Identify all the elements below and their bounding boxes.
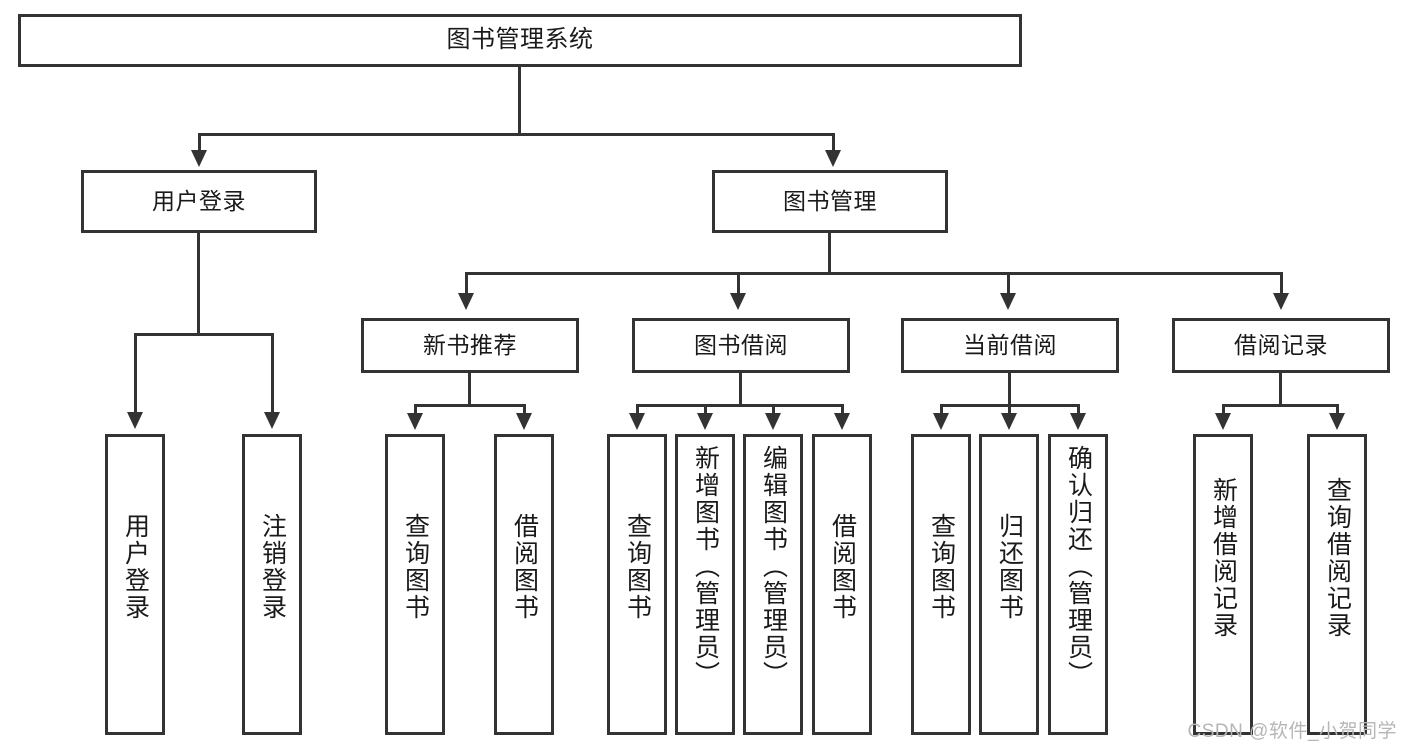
leaf-newbook-borrow-book[interactable]: 借阅图书 bbox=[494, 434, 554, 735]
connector-bookmgmt-drop-4 bbox=[1280, 272, 1283, 296]
node-label: 新书推荐 bbox=[423, 331, 517, 358]
connector-root-bus bbox=[198, 133, 835, 136]
connector-userlogin-drop-2 bbox=[271, 333, 274, 415]
connector-bookmgmt-bus bbox=[465, 272, 1283, 275]
arrowhead-userlogin-1 bbox=[127, 412, 143, 429]
node-label: 借阅记录 bbox=[1234, 331, 1328, 358]
node-label: 图书管理系统 bbox=[446, 26, 594, 54]
connector-borrowrecord-bus bbox=[1222, 404, 1339, 407]
node-label: 编辑图书（管理员） bbox=[759, 445, 788, 688]
connector-bookmgmt-stem bbox=[828, 233, 831, 275]
leaf-user-login[interactable]: 用户登录 bbox=[105, 434, 165, 735]
arrowhead-bookborrow-4 bbox=[834, 413, 850, 430]
node-label: 查询图书 bbox=[927, 513, 956, 621]
connector-bookmgmt-drop-1 bbox=[465, 272, 468, 296]
connector-borrowrecord-drop-1 bbox=[1222, 404, 1225, 416]
node-label: 图书管理 bbox=[783, 187, 877, 214]
leaf-currentborrow-query-book[interactable]: 查询图书 bbox=[911, 434, 971, 735]
node-label: 查询图书 bbox=[401, 513, 430, 621]
connector-currentborrow-drop-2 bbox=[1008, 404, 1011, 416]
arrowhead-bookborrow-1 bbox=[629, 413, 645, 430]
arrowhead-borrowrecord-1 bbox=[1215, 413, 1231, 430]
connector-userlogin-bus bbox=[134, 333, 274, 336]
connector-borrowrecord-drop-2 bbox=[1336, 404, 1339, 416]
leaf-newbook-query-book[interactable]: 查询图书 bbox=[385, 434, 445, 735]
connector-bookborrow-bus bbox=[636, 404, 844, 407]
arrowhead-bookmgmt-4 bbox=[1273, 293, 1289, 310]
connector-userlogin-drop-1 bbox=[134, 333, 137, 415]
connector-userlogin-stem bbox=[197, 233, 200, 336]
node-label: 用户登录 bbox=[152, 187, 246, 214]
connector-currentborrow-drop-1 bbox=[940, 404, 943, 416]
node-label: 查询图书 bbox=[623, 513, 652, 621]
node-book-borrow[interactable]: 图书借阅 bbox=[632, 318, 850, 373]
node-borrow-record[interactable]: 借阅记录 bbox=[1172, 318, 1390, 373]
connector-bookmgmt-drop-2 bbox=[737, 272, 740, 296]
leaf-bookborrow-query-book[interactable]: 查询图书 bbox=[607, 434, 667, 735]
connector-bookborrow-drop-4 bbox=[841, 404, 844, 416]
leaf-bookborrow-borrow-book[interactable]: 借阅图书 bbox=[812, 434, 872, 735]
arrowhead-currentborrow-1 bbox=[933, 413, 949, 430]
connector-newbook-drop-1 bbox=[414, 404, 417, 416]
connector-borrowrecord-stem bbox=[1279, 373, 1282, 407]
connector-currentborrow-stem bbox=[1008, 373, 1011, 407]
arrowhead-bookborrow-2 bbox=[697, 413, 713, 430]
connector-newbook-drop-2 bbox=[523, 404, 526, 416]
node-book-management[interactable]: 图书管理 bbox=[712, 170, 948, 233]
arrowhead-bookmgmt-3 bbox=[1000, 293, 1016, 310]
arrowhead-currentborrow-3 bbox=[1070, 413, 1086, 430]
arrowhead-bookmgmt-2 bbox=[730, 293, 746, 310]
node-label: 借阅图书 bbox=[510, 513, 539, 621]
leaf-borrowrecord-add-record[interactable]: 新增借阅记录 bbox=[1193, 434, 1253, 735]
node-root-system[interactable]: 图书管理系统 bbox=[18, 14, 1022, 67]
leaf-borrowrecord-query-record[interactable]: 查询借阅记录 bbox=[1307, 434, 1367, 735]
node-label: 查询借阅记录 bbox=[1323, 477, 1352, 639]
node-label: 图书借阅 bbox=[694, 331, 788, 358]
node-label: 注销登录 bbox=[258, 513, 287, 621]
connector-bookborrow-drop-1 bbox=[636, 404, 639, 416]
leaf-currentborrow-confirm-return-admin[interactable]: 确认归还（管理员） bbox=[1048, 434, 1108, 735]
node-label: 当前借阅 bbox=[963, 331, 1057, 358]
arrowhead-to-user-login bbox=[191, 150, 207, 167]
connector-bookborrow-drop-3 bbox=[772, 404, 775, 416]
leaf-bookborrow-edit-book-admin[interactable]: 编辑图书（管理员） bbox=[743, 434, 803, 735]
arrowhead-newbook-2 bbox=[516, 413, 532, 430]
leaf-logout[interactable]: 注销登录 bbox=[242, 434, 302, 735]
node-label: 用户登录 bbox=[121, 513, 150, 621]
arrowhead-currentborrow-2 bbox=[1001, 413, 1017, 430]
connector-root-drop-right bbox=[832, 133, 835, 153]
arrowhead-to-book-manage bbox=[825, 150, 841, 167]
node-current-borrow[interactable]: 当前借阅 bbox=[901, 318, 1119, 373]
arrowhead-userlogin-2 bbox=[264, 412, 280, 429]
arrowhead-bookborrow-3 bbox=[765, 413, 781, 430]
leaf-currentborrow-return-book[interactable]: 归还图书 bbox=[979, 434, 1039, 735]
connector-bookmgmt-drop-3 bbox=[1007, 272, 1010, 296]
node-label: 归还图书 bbox=[995, 513, 1024, 621]
node-label: 新增借阅记录 bbox=[1209, 477, 1238, 639]
node-user-login[interactable]: 用户登录 bbox=[81, 170, 317, 233]
connector-currentborrow-drop-3 bbox=[1077, 404, 1080, 416]
connector-root-stem bbox=[518, 67, 521, 135]
connector-newbook-bus bbox=[414, 404, 526, 407]
connector-bookborrow-drop-2 bbox=[704, 404, 707, 416]
arrowhead-borrowrecord-2 bbox=[1329, 413, 1345, 430]
node-label: 借阅图书 bbox=[828, 513, 857, 621]
leaf-bookborrow-add-book-admin[interactable]: 新增图书（管理员） bbox=[675, 434, 735, 735]
arrowhead-newbook-1 bbox=[407, 413, 423, 430]
arrowhead-bookmgmt-1 bbox=[458, 293, 474, 310]
connector-root-drop-left bbox=[198, 133, 201, 153]
connector-bookborrow-stem bbox=[739, 373, 742, 407]
node-new-book-recommend[interactable]: 新书推荐 bbox=[361, 318, 579, 373]
node-label: 新增图书（管理员） bbox=[691, 445, 720, 688]
node-label: 确认归还（管理员） bbox=[1064, 445, 1093, 688]
connector-newbook-stem bbox=[468, 373, 471, 407]
